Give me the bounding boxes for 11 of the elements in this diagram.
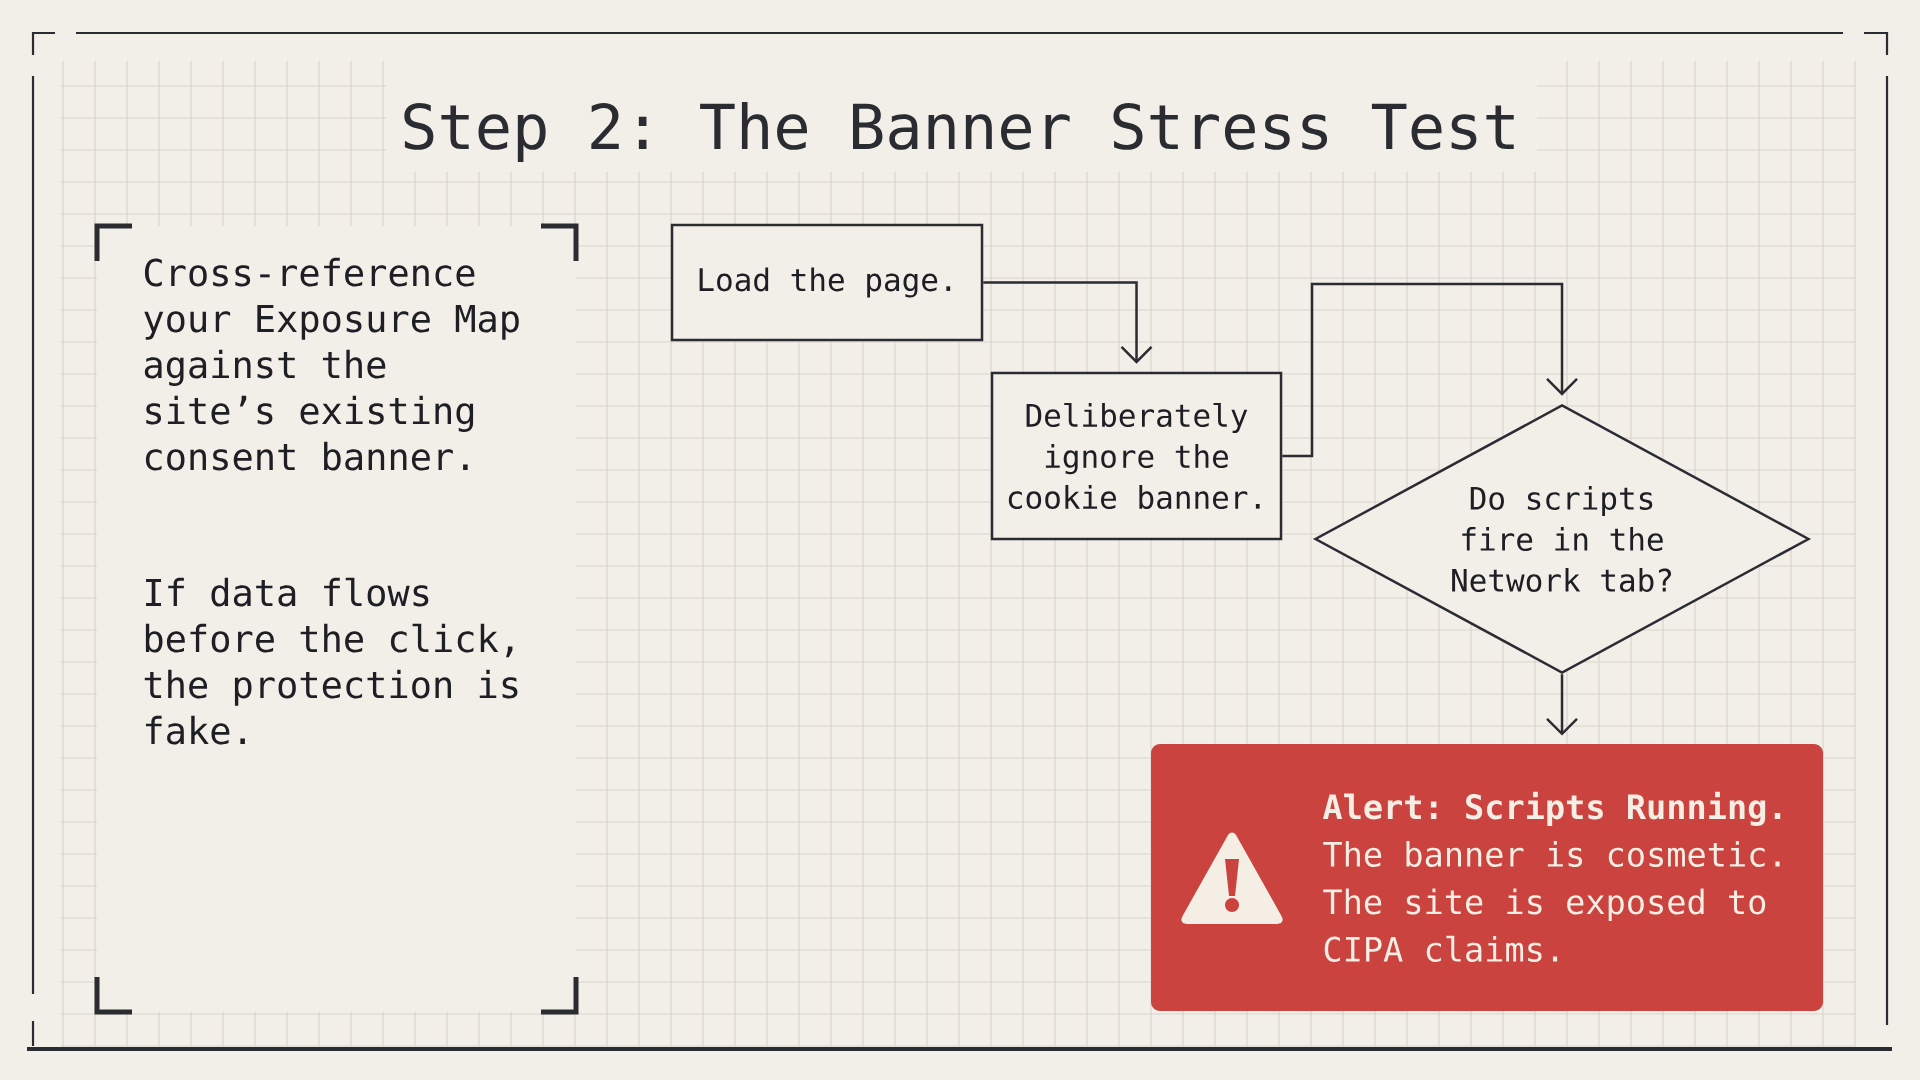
paragraph: Cross-reference your Exposure Map against the site’s existing consent banner.: [144, 257, 519, 471]
alert-box: [1151, 744, 1823, 1011]
arrow: [983, 281, 1153, 364]
alert-text: The banner is cosmetic. The site is exposed to CIPA claims.: [1323, 840, 1780, 962]
process-box: Deliberately ignore the cookie banner.: [990, 371, 1283, 541]
alert-heading: Alert: Scripts Running.: [1322, 791, 1781, 826]
arrow: [1282, 282, 1578, 458]
title: Step 2: The Banner Stress Test: [404, 101, 1514, 162]
paragraph: If data flows before the click, the protection is fake.: [144, 577, 518, 745]
process-box: Load the page.: [670, 223, 984, 342]
text-panel: [94, 223, 579, 1015]
